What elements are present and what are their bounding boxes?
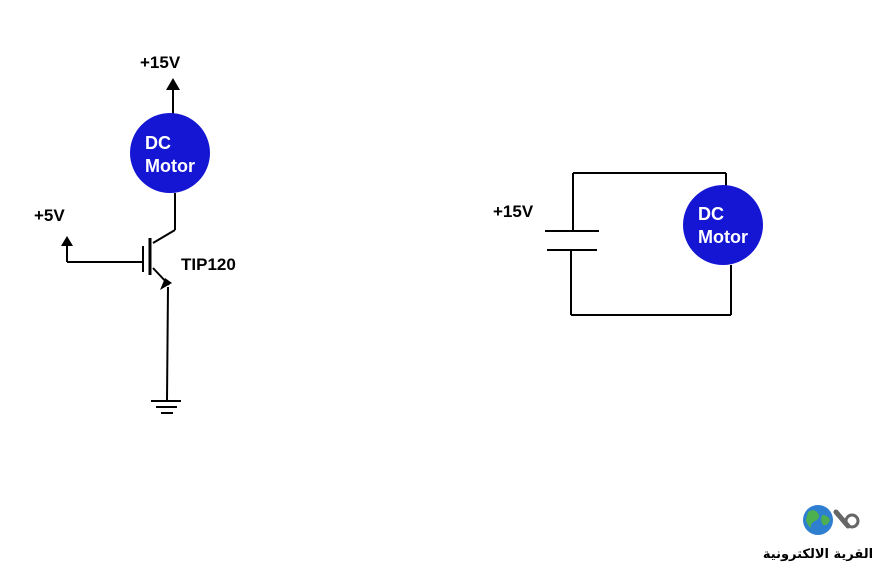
circuit-transistor-driver: +15V DC Motor TIP120 +5V — [34, 53, 236, 414]
motor2-label-line1: DC — [698, 204, 724, 224]
dc-motor-2: DC Motor — [683, 185, 763, 265]
motor-circle — [130, 113, 210, 193]
dc-motor: DC Motor — [130, 113, 210, 193]
motor2-label-line2: Motor — [698, 227, 748, 247]
circuit-direct-supply: +15V DC Motor — [493, 172, 763, 316]
transistor-label: TIP120 — [181, 255, 236, 274]
transistor-symbol — [142, 238, 172, 290]
ground-symbol — [151, 400, 181, 414]
battery-15v-label: +15V — [493, 202, 534, 221]
battery-symbol — [545, 173, 599, 315]
emitter-arrow — [160, 278, 172, 290]
motor-circle-2 — [683, 185, 763, 265]
site-logo: القرية الالكترونية — [763, 505, 873, 562]
logo-text: القرية الالكترونية — [763, 547, 873, 562]
emitter-ground-wire — [166, 286, 169, 401]
motor-label-line2: Motor — [145, 156, 195, 176]
globe-icon — [803, 505, 833, 535]
collector-lead — [152, 229, 176, 244]
base-5v-label: +5V — [34, 206, 65, 225]
base-input-5v — [61, 236, 143, 263]
supply-15v-label: +15V — [140, 53, 181, 72]
wrench-icon — [833, 509, 860, 529]
motor-label-line1: DC — [145, 133, 171, 153]
loop-wires — [571, 172, 732, 316]
supply-15v-arrow — [166, 78, 180, 117]
